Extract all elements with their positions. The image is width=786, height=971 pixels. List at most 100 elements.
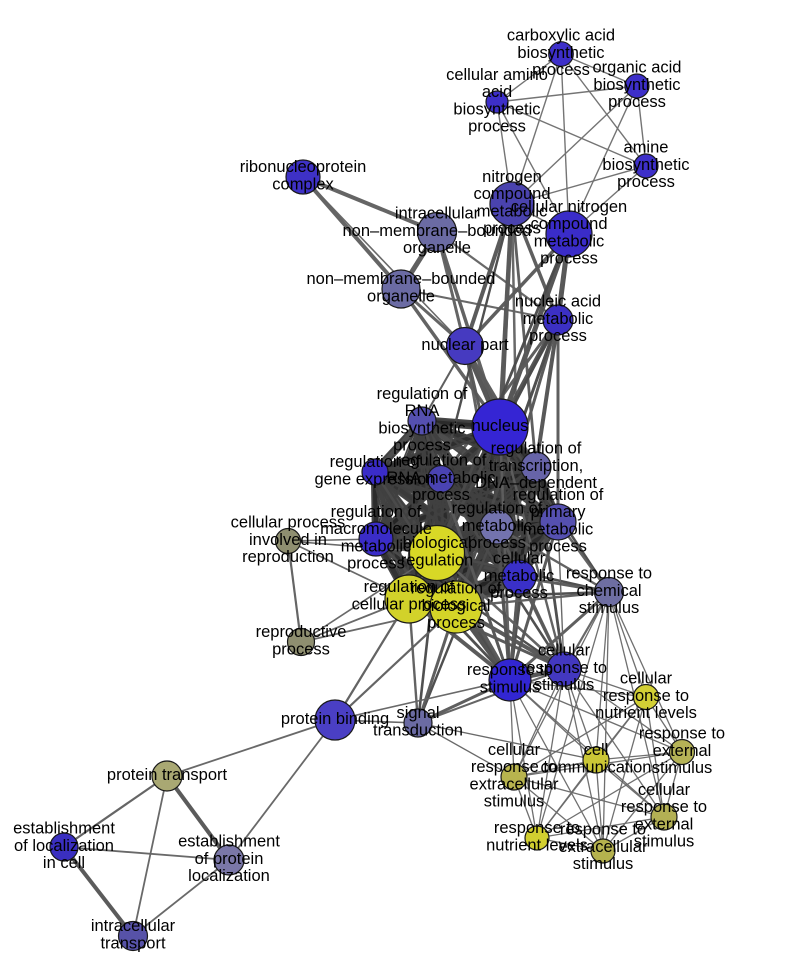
svg-text:organelle: organelle — [403, 239, 471, 257]
svg-text:establishment: establishment — [178, 833, 280, 851]
svg-text:biological: biological — [403, 534, 472, 552]
svg-text:reproductive: reproductive — [256, 623, 347, 641]
svg-text:response to: response to — [467, 661, 553, 679]
svg-text:biosynthetic: biosynthetic — [602, 156, 689, 174]
svg-text:external: external — [653, 742, 712, 760]
svg-text:regulation of: regulation of — [452, 500, 543, 518]
svg-text:complex: complex — [272, 175, 334, 193]
svg-text:cellular: cellular — [488, 741, 541, 759]
svg-text:nuclear part: nuclear part — [421, 336, 509, 354]
svg-text:primary: primary — [530, 503, 586, 521]
svg-text:RNA metabolic: RNA metabolic — [386, 469, 495, 487]
svg-text:nutrient levels: nutrient levels — [486, 836, 588, 854]
svg-text:stimulus: stimulus — [573, 855, 634, 873]
svg-text:biosynthetic: biosynthetic — [517, 44, 604, 62]
svg-text:process: process — [490, 584, 548, 602]
svg-text:regulation of: regulation of — [491, 440, 582, 458]
svg-text:of localization: of localization — [14, 837, 114, 855]
svg-text:response to: response to — [621, 798, 707, 816]
svg-text:carboxylic acid: carboxylic acid — [507, 27, 615, 45]
svg-text:communication: communication — [541, 758, 652, 776]
svg-text:cellular: cellular — [538, 642, 591, 660]
svg-text:metabolic: metabolic — [534, 232, 605, 250]
svg-text:biosynthetic: biosynthetic — [593, 76, 680, 94]
svg-text:DNA–dependent: DNA–dependent — [475, 474, 597, 492]
svg-text:extracellular: extracellular — [470, 775, 559, 793]
svg-text:process: process — [529, 327, 587, 345]
svg-text:stimulus: stimulus — [480, 678, 541, 696]
svg-text:stimulus: stimulus — [652, 759, 713, 777]
svg-text:ribonucleoprotein: ribonucleoprotein — [240, 158, 367, 176]
svg-text:process: process — [427, 614, 485, 632]
svg-text:response to: response to — [471, 758, 557, 776]
svg-text:RNA: RNA — [405, 402, 440, 420]
svg-text:metabolic: metabolic — [341, 537, 412, 555]
svg-text:stimulus: stimulus — [634, 833, 695, 851]
svg-text:process: process — [272, 640, 330, 658]
svg-text:reproduction: reproduction — [242, 548, 334, 566]
svg-text:metabolic: metabolic — [484, 567, 555, 585]
svg-text:biosynthetic: biosynthetic — [378, 419, 465, 437]
svg-text:metabolic: metabolic — [477, 202, 548, 220]
svg-text:compound: compound — [473, 185, 550, 203]
svg-text:process: process — [540, 250, 598, 268]
svg-text:gene expression: gene expression — [314, 470, 435, 488]
svg-text:regulation of: regulation of — [364, 578, 455, 596]
svg-text:process: process — [617, 173, 675, 191]
svg-text:cellular nitrogen: cellular nitrogen — [511, 198, 627, 216]
svg-text:chemical: chemical — [576, 582, 641, 600]
svg-text:regulation of: regulation of — [513, 486, 604, 504]
svg-text:metabolic: metabolic — [523, 520, 594, 538]
svg-text:regulation of: regulation of — [377, 385, 468, 403]
svg-text:localization: localization — [188, 867, 270, 885]
svg-text:transduction: transduction — [373, 721, 463, 739]
svg-text:protein binding: protein binding — [281, 710, 389, 728]
svg-text:process: process — [529, 538, 587, 556]
svg-text:cellular amino: cellular amino — [446, 66, 548, 84]
svg-text:in cell: in cell — [43, 854, 85, 872]
svg-text:of protein: of protein — [195, 850, 264, 868]
svg-text:cellular: cellular — [638, 781, 691, 799]
svg-text:nitrogen: nitrogen — [482, 168, 542, 186]
svg-text:acid: acid — [482, 83, 512, 101]
svg-text:biological: biological — [422, 597, 491, 615]
svg-text:extracellular: extracellular — [559, 838, 648, 856]
svg-text:process: process — [608, 93, 666, 111]
svg-text:non–membrane–bounded: non–membrane–bounded — [343, 222, 532, 240]
svg-text:nucleic acid: nucleic acid — [515, 293, 601, 311]
svg-text:macromolecule: macromolecule — [320, 520, 432, 538]
svg-text:process: process — [412, 486, 470, 504]
svg-text:stimulus: stimulus — [484, 793, 545, 811]
svg-text:organelle: organelle — [367, 287, 435, 305]
svg-text:involved in: involved in — [249, 531, 327, 549]
svg-text:organic acid: organic acid — [593, 59, 682, 77]
svg-text:intracellular: intracellular — [91, 917, 176, 935]
svg-text:protein transport: protein transport — [107, 766, 228, 784]
svg-text:signal: signal — [396, 704, 439, 722]
svg-text:transport: transport — [100, 934, 166, 952]
svg-text:response to: response to — [521, 659, 607, 677]
svg-text:process: process — [468, 118, 526, 136]
svg-text:cellular: cellular — [493, 550, 546, 568]
svg-text:biosynthetic: biosynthetic — [453, 100, 540, 118]
svg-text:nucleus: nucleus — [472, 417, 529, 435]
svg-text:process: process — [532, 61, 590, 79]
svg-text:metabolic: metabolic — [462, 517, 533, 535]
svg-text:process: process — [483, 220, 541, 238]
svg-text:regulation of: regulation of — [331, 503, 422, 521]
svg-text:cellular process: cellular process — [231, 514, 346, 532]
svg-text:regulation of: regulation of — [411, 580, 502, 598]
svg-text:stimulus: stimulus — [579, 599, 640, 617]
svg-text:cell: cell — [584, 741, 609, 759]
svg-text:transcription,: transcription, — [489, 457, 583, 475]
svg-text:compound: compound — [530, 215, 607, 233]
svg-text:response to: response to — [639, 725, 725, 743]
svg-text:cellular: cellular — [620, 670, 673, 688]
svg-text:intracellular: intracellular — [395, 205, 480, 223]
svg-text:response to: response to — [494, 819, 580, 837]
svg-text:response to: response to — [566, 565, 652, 583]
svg-text:regulation of: regulation of — [396, 452, 487, 470]
svg-text:process: process — [347, 555, 405, 573]
svg-text:amine: amine — [624, 139, 669, 157]
svg-text:external: external — [635, 815, 694, 833]
